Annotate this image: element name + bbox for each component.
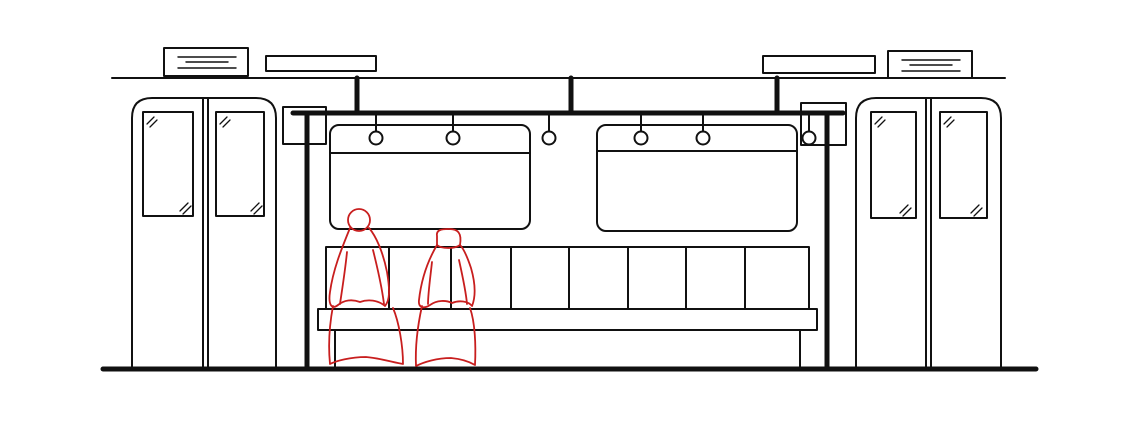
handle-strap [541, 112, 557, 146]
window-right [596, 124, 798, 232]
door-window [870, 111, 917, 219]
passenger-head [347, 208, 371, 232]
seat-backrest [325, 246, 810, 310]
seated-passenger-left [328, 208, 404, 365]
door-right [855, 97, 1002, 369]
seat-cushion [317, 308, 818, 331]
handle-strap [801, 112, 817, 146]
passenger-head [436, 228, 462, 249]
door-window [215, 111, 265, 217]
handle-strap [695, 112, 711, 146]
door-left [131, 97, 277, 369]
ceiling-sign-right [762, 55, 876, 74]
bench-seat [317, 246, 818, 369]
handle-strap [633, 112, 649, 146]
window-left [329, 124, 531, 230]
handle-strap [445, 112, 461, 146]
ceiling-ad-right [887, 50, 973, 79]
handle-strap [368, 112, 384, 146]
door-window [142, 111, 194, 217]
ceiling-sign-left [265, 55, 377, 72]
ceiling-ad-left [163, 47, 249, 77]
seated-passenger-right [414, 228, 477, 367]
door-window [939, 111, 988, 219]
